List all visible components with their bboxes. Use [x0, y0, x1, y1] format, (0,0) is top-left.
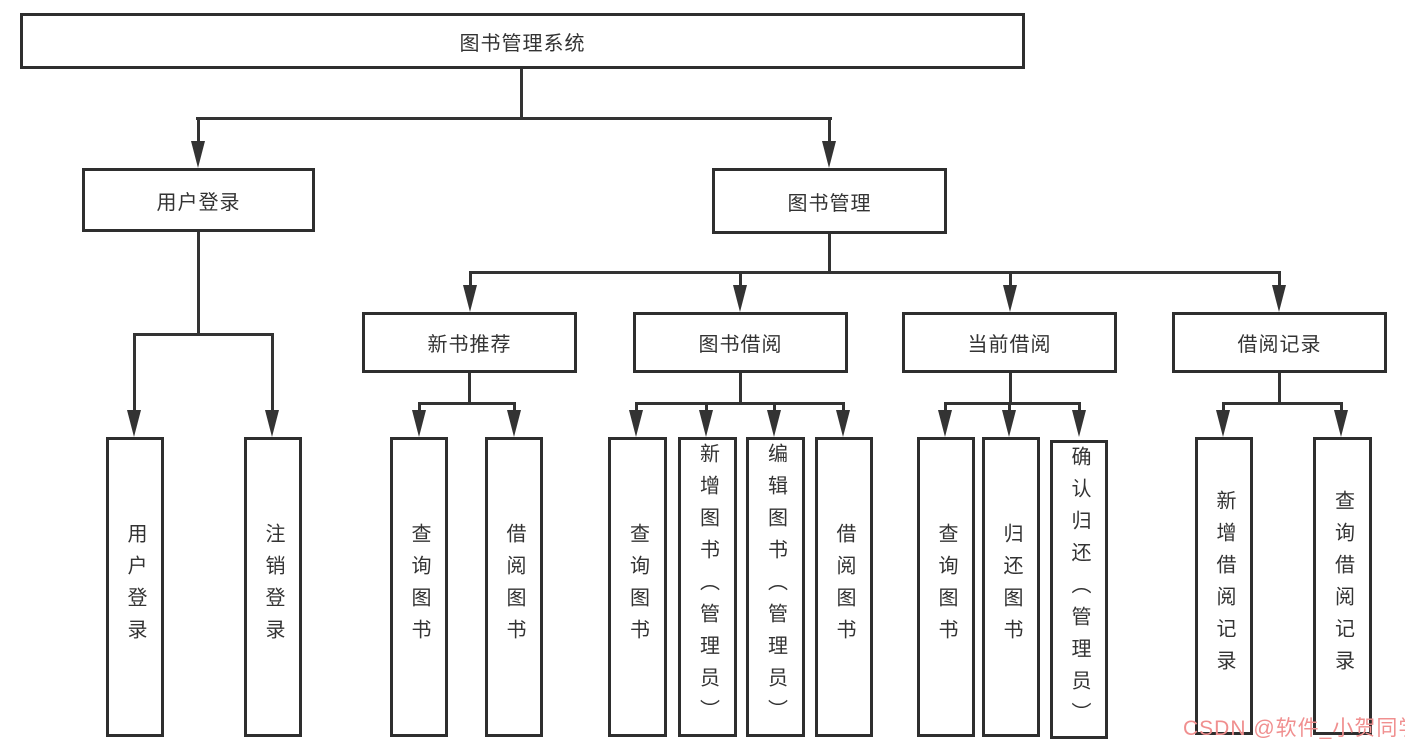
connector-stub	[1009, 271, 1012, 289]
leaf-user-login: 用户登录	[106, 437, 164, 737]
leaf-query-books-1: 查询图书	[390, 437, 448, 737]
arrow-down-icon	[463, 285, 477, 312]
leaf-label: 借阅图书	[833, 523, 855, 651]
leaf-return-books: 归还图书	[982, 437, 1040, 737]
connector-stem	[828, 234, 831, 274]
connector-stub	[1340, 402, 1343, 414]
connector-stub	[1008, 402, 1011, 414]
leaf-label: 查询借阅记录	[1331, 490, 1354, 682]
connector-stem	[739, 373, 742, 405]
connector-stub	[1222, 402, 1225, 414]
leaf-label: 查询图书	[626, 523, 649, 651]
leaf-label: 借阅图书	[503, 523, 525, 651]
arrow-down-icon	[1003, 285, 1017, 312]
connector-stub	[739, 271, 742, 289]
leaf-logout: 注销登录	[244, 437, 302, 737]
arrow-down-icon	[1002, 410, 1016, 437]
leaf-label: 确认归还（管理员）	[1068, 445, 1090, 734]
arrow-down-icon	[127, 410, 141, 437]
connector-stub	[635, 402, 638, 414]
leaf-query-books-2: 查询图书	[608, 437, 667, 737]
connector-stub	[513, 402, 516, 414]
connector-bar	[418, 402, 516, 405]
leaf-borrow-books-1: 借阅图书	[485, 437, 543, 737]
arrow-down-icon	[938, 410, 952, 437]
leaf-add-borrow-record: 新增借阅记录	[1195, 437, 1253, 735]
connector-stub	[1278, 271, 1281, 289]
node-new-books: 新书推荐	[362, 312, 577, 373]
connector-root-stem	[520, 69, 523, 119]
arrow-down-icon	[629, 410, 643, 437]
arrow-down-icon	[822, 141, 836, 168]
leaf-query-borrow-record: 查询借阅记录	[1313, 437, 1372, 735]
connector-bar	[635, 402, 845, 405]
connector-bar	[1222, 402, 1342, 405]
connector-stub	[271, 333, 274, 413]
leaf-label: 查询图书	[408, 523, 430, 651]
connector-stub	[705, 402, 708, 414]
leaf-label: 新增借阅记录	[1213, 490, 1235, 682]
connector-root-bar	[196, 117, 832, 120]
connector-stub	[418, 402, 421, 414]
connector-stem	[468, 373, 471, 405]
connector-stub	[133, 333, 136, 413]
arrow-down-icon	[1072, 410, 1086, 437]
arrow-down-icon	[699, 410, 713, 437]
node-book-borrowing: 图书借阅	[633, 312, 848, 373]
leaf-edit-books-admin: 编辑图书（管理员）	[746, 437, 805, 737]
leaf-label: 注销登录	[262, 523, 284, 651]
leaf-confirm-return-admin: 确认归还（管理员）	[1050, 440, 1108, 739]
connector-stub	[944, 402, 947, 414]
arrow-down-icon	[1272, 285, 1286, 312]
arrow-down-icon	[1216, 410, 1230, 437]
leaf-label: 查询图书	[935, 523, 957, 651]
node-borrowing-records: 借阅记录	[1172, 312, 1387, 373]
connector-bar	[469, 271, 1281, 274]
connector-stub	[469, 271, 472, 289]
connector-stub	[773, 402, 776, 414]
node-root: 图书管理系统	[20, 13, 1025, 69]
connector-stem	[1009, 373, 1012, 405]
leaf-label: 新增图书（管理员）	[696, 443, 719, 731]
connector-stem	[197, 232, 200, 336]
node-current-borrowing: 当前借阅	[902, 312, 1117, 373]
leaf-label: 编辑图书（管理员）	[764, 443, 787, 731]
csdn-watermark: CSDN @软件_小贺同学	[1183, 717, 1405, 740]
leaf-add-books-admin: 新增图书（管理员）	[678, 437, 737, 737]
node-user-login: 用户登录	[82, 168, 315, 232]
leaf-query-books-3: 查询图书	[917, 437, 975, 737]
leaf-label: 归还图书	[1000, 523, 1022, 651]
arrow-down-icon	[191, 141, 205, 168]
connector-bar	[944, 402, 1081, 405]
connector-stub	[828, 117, 831, 145]
arrow-down-icon	[265, 410, 279, 437]
arrow-down-icon	[1334, 410, 1348, 437]
arrow-down-icon	[733, 285, 747, 312]
connector-bar	[133, 333, 273, 336]
connector-stem	[1278, 373, 1281, 405]
leaf-borrow-books-2: 借阅图书	[815, 437, 873, 737]
arrow-down-icon	[767, 410, 781, 437]
node-book-management: 图书管理	[712, 168, 947, 234]
arrow-down-icon	[412, 410, 426, 437]
arrow-down-icon	[507, 410, 521, 437]
connector-stub	[842, 402, 845, 414]
connector-stub	[197, 117, 200, 145]
connector-stub	[1078, 402, 1081, 414]
arrow-down-icon	[836, 410, 850, 437]
leaf-label: 用户登录	[124, 523, 146, 651]
